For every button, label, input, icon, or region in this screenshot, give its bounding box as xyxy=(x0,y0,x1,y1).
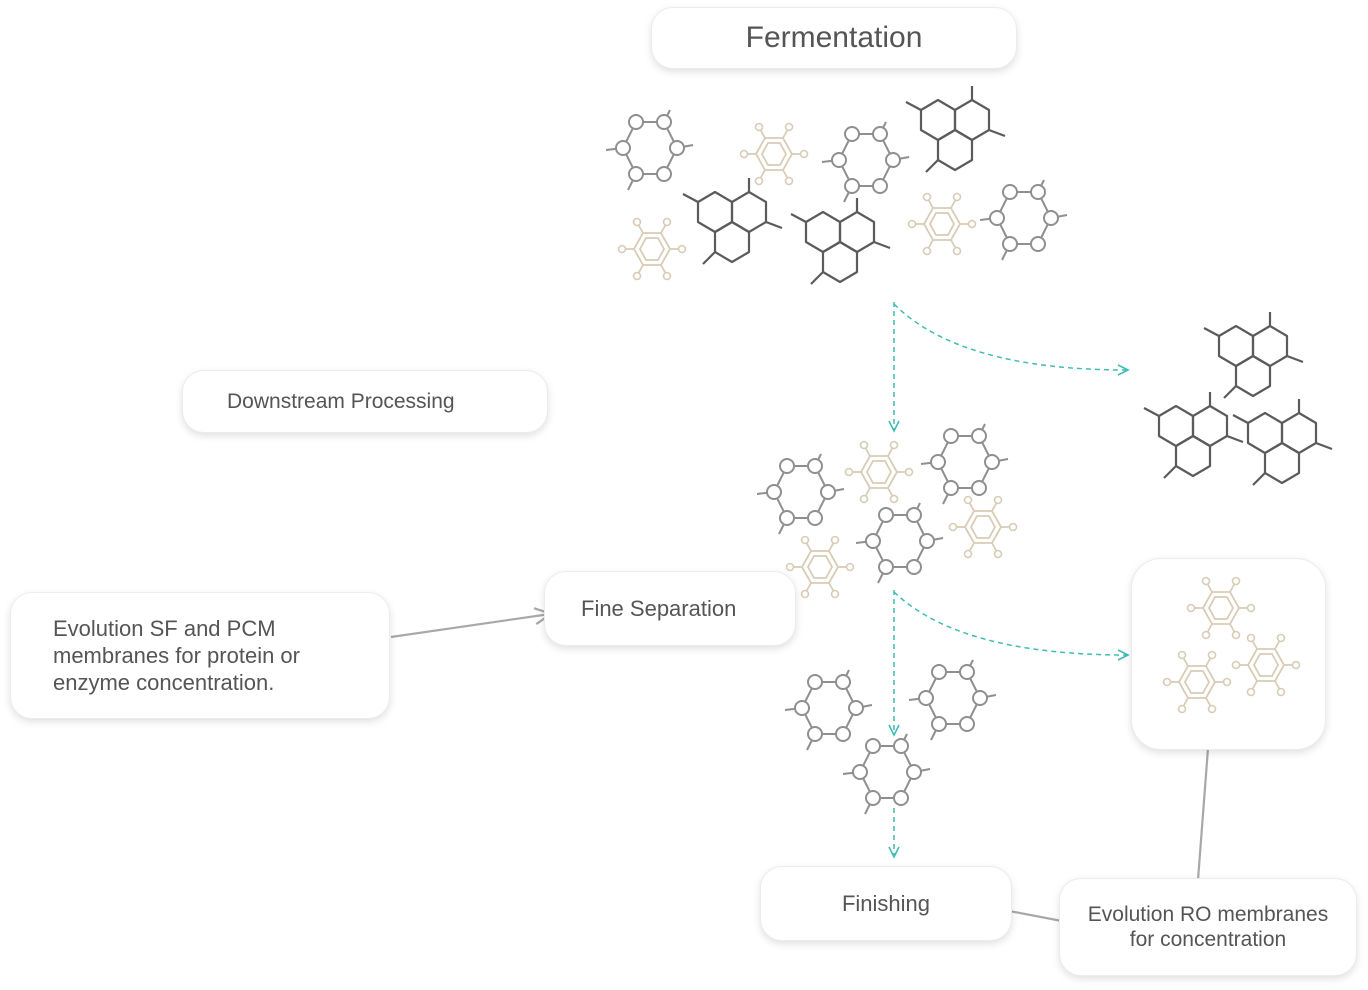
ro-membranes-callout: Evolution RO membranes for concentration xyxy=(1059,878,1357,976)
fine-separation-label: Fine Separation xyxy=(544,571,796,646)
pointer-sf-to-fine xyxy=(390,607,554,639)
product-molecules xyxy=(1162,576,1301,714)
downstream-processing-label: Downstream Processing xyxy=(182,370,548,433)
downstream-text: Downstream Processing xyxy=(227,389,455,413)
fermentation-text: Fermentation xyxy=(745,21,923,54)
sf-pcm-membranes-callout: Evolution SF and PCM membranes for prote… xyxy=(10,592,390,719)
flow-arrows xyxy=(888,302,1130,859)
flow-arrow-right-1 xyxy=(893,303,1130,376)
fine-separation-text: Fine Separation xyxy=(581,595,737,621)
pointer-ro-to-product xyxy=(1195,718,1218,894)
fermentation-label: Fermentation xyxy=(651,7,1017,69)
sf-pcm-text: Evolution SF and PCM membranes for prote… xyxy=(53,616,300,695)
concentrated-product-box xyxy=(1131,558,1326,750)
ro-text: Evolution RO membranes for concentration xyxy=(1087,903,1329,951)
flow-arrow-right-2 xyxy=(893,591,1130,661)
finishing-label: Finishing xyxy=(760,866,1012,941)
finishing-text: Finishing xyxy=(841,890,931,916)
